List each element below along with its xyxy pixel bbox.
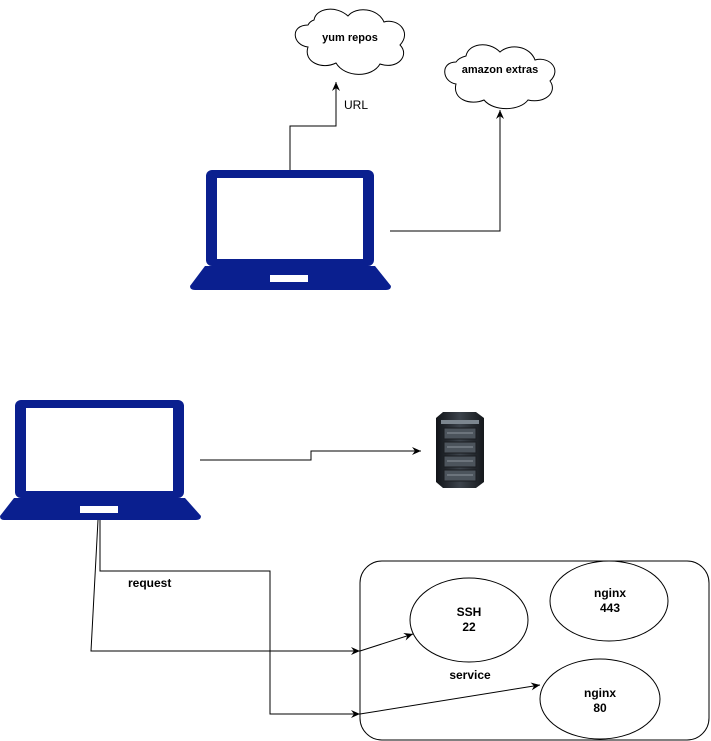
cloud-icon xyxy=(294,8,406,75)
node-port: 80 xyxy=(593,701,607,715)
amazon-extras-edge xyxy=(390,110,504,232)
node-name: SSH xyxy=(456,605,482,619)
cloud-icon xyxy=(444,44,556,110)
node-name: nginx xyxy=(594,586,626,600)
edge-label: request xyxy=(128,576,172,590)
nginx-inner-edge xyxy=(359,682,541,715)
laptop-icon xyxy=(0,400,201,520)
node-port: 22 xyxy=(462,620,476,634)
edge-label: URL xyxy=(344,98,369,112)
ssh-inner-edge xyxy=(359,632,414,652)
laptop-icon xyxy=(190,170,391,290)
nginx-request-edge xyxy=(99,520,360,718)
nginx-80-node xyxy=(539,658,661,740)
node-port: 443 xyxy=(599,601,621,615)
url-edge xyxy=(289,82,340,170)
server-rack-icon xyxy=(436,412,484,488)
node-name: nginx xyxy=(584,686,616,700)
ssh-node xyxy=(409,577,529,663)
server-edge xyxy=(200,447,421,461)
service-label: service xyxy=(449,668,491,682)
cloud-label: yum repos xyxy=(322,32,378,44)
nginx-443-node xyxy=(549,560,669,642)
cloud-label: amazon extras xyxy=(461,64,539,76)
